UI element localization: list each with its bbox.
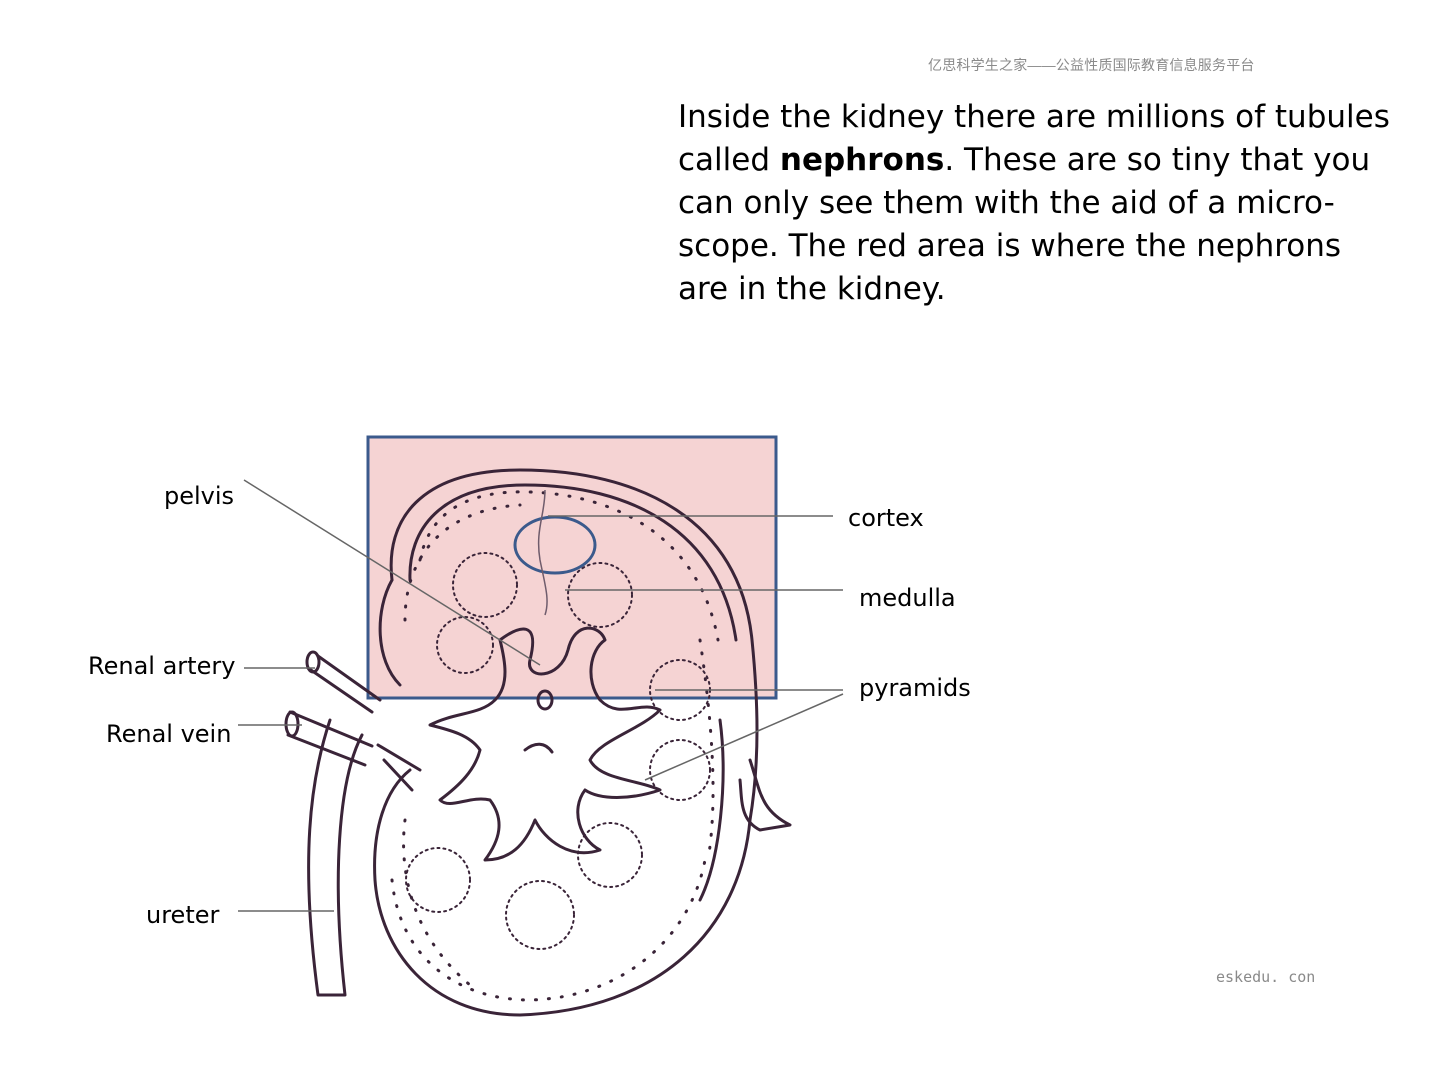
label-renal-vein: Renal vein [106, 720, 232, 748]
watermark-top: 亿思科学生之家——公益性质国际教育信息服务平台 [928, 57, 1255, 73]
label-ureter: ureter [146, 901, 220, 929]
kidney-drawing [284, 468, 792, 1017]
label-cortex: cortex [848, 504, 924, 532]
watermark-bottom: eskedu. con [1216, 968, 1316, 986]
nephron-trace [537, 489, 548, 616]
intro-part2: . These are so tiny that you can only se… [678, 142, 1371, 307]
intro-part1: Inside the kidney there are millions of … [678, 99, 1390, 178]
intro-text: Inside the kidney there are millions of … [678, 96, 1398, 311]
label-medulla: medulla [859, 584, 956, 612]
label-pyramids: pyramids [859, 674, 971, 702]
nephron-region-highlight [366, 435, 778, 700]
label-renal-artery: Renal artery [88, 652, 236, 680]
nephron-circle [513, 515, 597, 575]
intro-bold-term: nephrons [779, 142, 945, 178]
leader-lines [238, 479, 844, 912]
label-pelvis: pelvis [164, 482, 235, 510]
